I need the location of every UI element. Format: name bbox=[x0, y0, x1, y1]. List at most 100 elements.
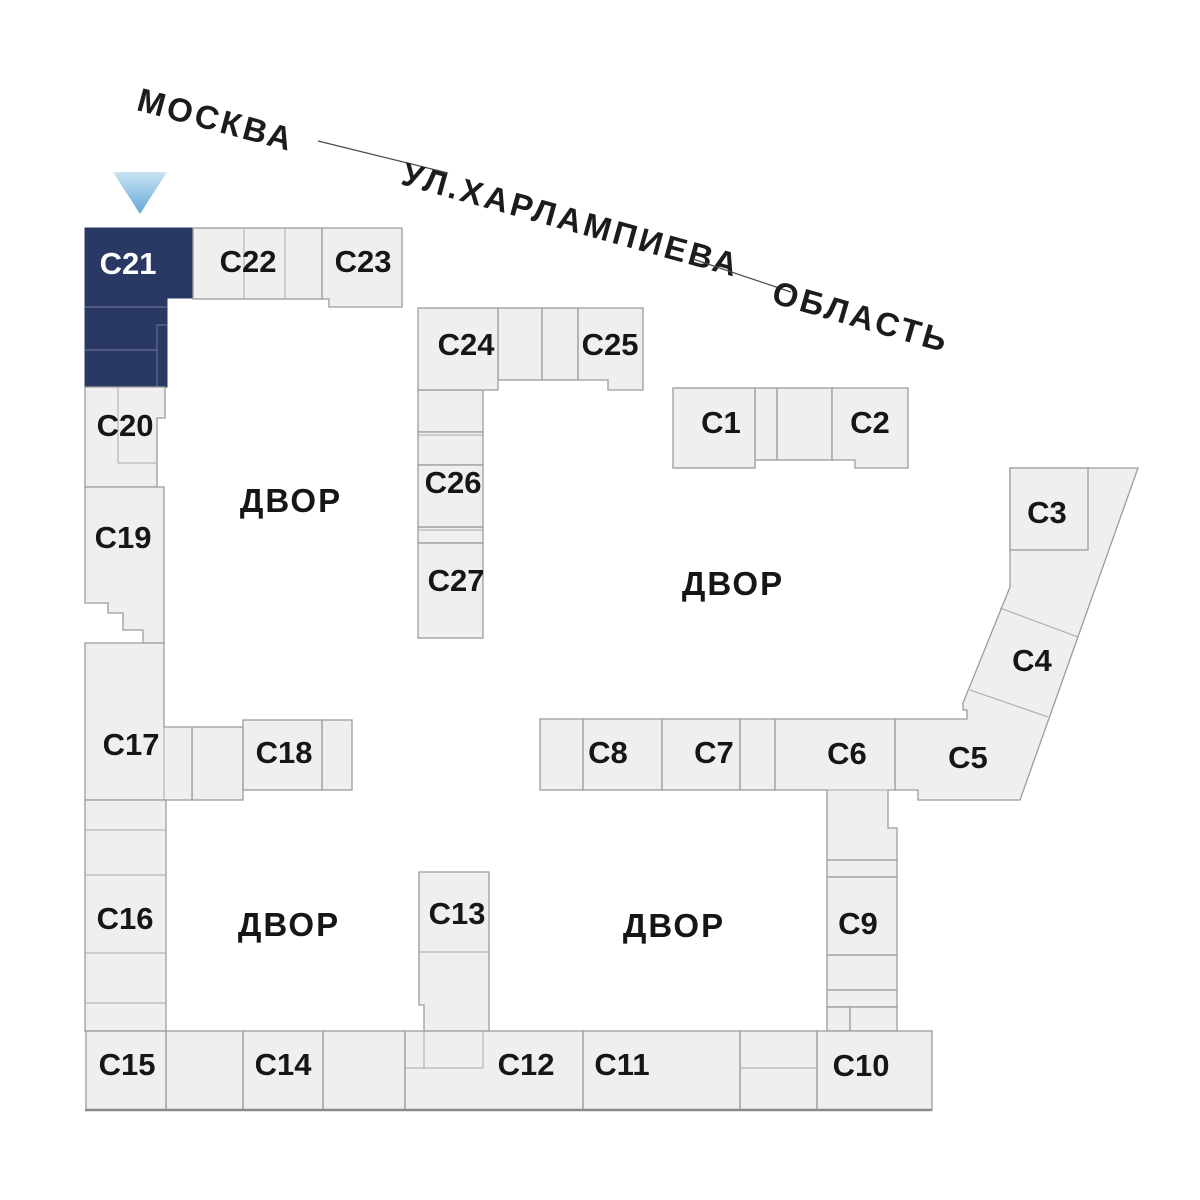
building-c20-dividers bbox=[117, 387, 157, 464]
building-c22-label: C22 bbox=[220, 244, 277, 279]
building-c8-label: C8 bbox=[588, 735, 628, 770]
courtyard-label-bottom-right: ДВОР bbox=[623, 907, 725, 944]
street-moskva-label: МОСКВА bbox=[134, 81, 299, 158]
building-section bbox=[191, 726, 244, 801]
building-c22-dividers bbox=[243, 228, 286, 299]
building-c1-shape bbox=[672, 387, 756, 469]
building-c13-label: C13 bbox=[429, 896, 486, 931]
building-c11-label: C11 bbox=[594, 1047, 649, 1082]
building-c27-shape bbox=[417, 542, 484, 639]
courtyard-label-top-left: ДВОР bbox=[240, 482, 342, 519]
building-c13[interactable]: C13 bbox=[418, 871, 490, 1032]
building-c15-label: C15 bbox=[99, 1047, 156, 1082]
building-c7-label: C7 bbox=[694, 735, 734, 770]
building-c20-label: C20 bbox=[97, 408, 154, 443]
building-c25-label: C25 bbox=[582, 327, 639, 362]
building-c16-dividers bbox=[85, 829, 166, 1004]
building-c12[interactable]: C12 bbox=[404, 1030, 584, 1111]
building-c2-shape bbox=[831, 387, 909, 469]
building-c21-dividers bbox=[85, 306, 167, 387]
building-section bbox=[539, 718, 584, 791]
building-section bbox=[826, 859, 898, 878]
building-c3[interactable]: C3 bbox=[1009, 467, 1089, 551]
building-c22-shape bbox=[192, 227, 323, 300]
unlabeled-sections bbox=[165, 307, 898, 1111]
courtyard-label-top-right: ДВОР bbox=[682, 565, 784, 602]
building-section bbox=[417, 431, 484, 466]
building-c25-shape bbox=[577, 307, 644, 391]
building-c22[interactable]: C22 bbox=[192, 227, 323, 300]
building-c23[interactable]: C23 bbox=[321, 227, 403, 308]
building-c24-label: C24 bbox=[438, 327, 496, 362]
building-c10[interactable]: C10 bbox=[816, 1030, 933, 1111]
band-dividers bbox=[969, 607, 1079, 718]
building-c9-label: C9 bbox=[838, 906, 878, 941]
street-kharlampieva-label: УЛ.ХАРЛАМПИЕВА bbox=[398, 155, 744, 284]
building-c15[interactable]: C15 bbox=[85, 1030, 167, 1111]
building-c12-dividers bbox=[405, 1031, 484, 1069]
building-c16[interactable]: C16 bbox=[84, 799, 167, 1032]
building-c26-shape bbox=[417, 464, 484, 528]
building-section bbox=[417, 389, 484, 433]
building-c3-shape bbox=[1009, 467, 1089, 551]
street-line-2 bbox=[692, 258, 792, 293]
building-section bbox=[165, 1030, 244, 1111]
street-oblast-label: ОБЛАСТЬ bbox=[768, 274, 954, 360]
building-c26-label: C26 bbox=[425, 465, 482, 500]
building-section bbox=[849, 1006, 898, 1032]
building-section bbox=[826, 989, 898, 1008]
building-c18-label: C18 bbox=[256, 735, 313, 770]
building-c1[interactable]: C1 bbox=[672, 387, 756, 469]
courtyard-label-bottom-left: ДВОР bbox=[238, 906, 340, 943]
building-c14[interactable]: C14 bbox=[242, 1030, 324, 1111]
building-c7-shape bbox=[661, 718, 741, 791]
building-c27-label: C27 bbox=[428, 563, 485, 598]
building-section bbox=[776, 387, 833, 461]
building-section bbox=[497, 307, 543, 381]
building-c21-label: C21 bbox=[100, 246, 157, 281]
building-c9-shape bbox=[826, 876, 898, 956]
building-c20[interactable]: C20 bbox=[84, 386, 166, 488]
building-c12-shape bbox=[404, 1030, 584, 1111]
building-c19-shape bbox=[84, 486, 165, 644]
building-c11[interactable]: C11 bbox=[582, 1030, 741, 1111]
building-section bbox=[417, 526, 484, 544]
building-c4-label: C4 bbox=[1012, 643, 1052, 678]
building-c19[interactable]: C19 bbox=[84, 486, 165, 644]
building-c21[interactable]: C21 bbox=[84, 227, 193, 388]
building-c9[interactable]: C9 bbox=[826, 876, 898, 956]
building-c17-label: C17 bbox=[103, 727, 160, 762]
building-c14-label: C14 bbox=[255, 1047, 313, 1082]
building-c6-label: C6 bbox=[827, 736, 867, 771]
building-c14-shape bbox=[242, 1030, 324, 1111]
building-c27[interactable]: C27 bbox=[417, 542, 485, 639]
building-c5[interactable]: C5 bbox=[894, 467, 1139, 801]
building-c18-shape bbox=[242, 719, 323, 791]
building-section bbox=[322, 1030, 406, 1111]
building-c7[interactable]: C7 bbox=[661, 718, 741, 791]
building-c8[interactable]: C8 bbox=[582, 718, 663, 791]
building-c5-label: C5 bbox=[948, 740, 988, 775]
building-section bbox=[826, 954, 898, 991]
building-c18[interactable]: C18 bbox=[242, 719, 323, 791]
building-c17-shape bbox=[84, 642, 193, 801]
street-line-1 bbox=[317, 140, 449, 174]
building-c24[interactable]: C24 bbox=[417, 307, 499, 391]
building-c19-label: C19 bbox=[95, 520, 152, 555]
building-c2-label: C2 bbox=[850, 405, 890, 440]
building-section bbox=[754, 387, 778, 461]
building-c16-shape bbox=[84, 799, 167, 1032]
building-c3-label: C3 bbox=[1027, 495, 1067, 530]
building-c26[interactable]: C26 bbox=[417, 464, 484, 528]
building-c4[interactable]: C4 bbox=[1012, 643, 1052, 678]
building-section bbox=[321, 719, 353, 791]
building-c6[interactable]: C6 bbox=[774, 718, 898, 861]
building-section bbox=[541, 307, 579, 381]
building-c17[interactable]: C17 bbox=[84, 642, 193, 801]
building-c25[interactable]: C25 bbox=[577, 307, 644, 391]
building-c10-label: C10 bbox=[833, 1048, 890, 1083]
building-c2[interactable]: C2 bbox=[831, 387, 909, 469]
building-c16-label: C16 bbox=[97, 901, 154, 936]
building-c10-shape bbox=[816, 1030, 933, 1111]
